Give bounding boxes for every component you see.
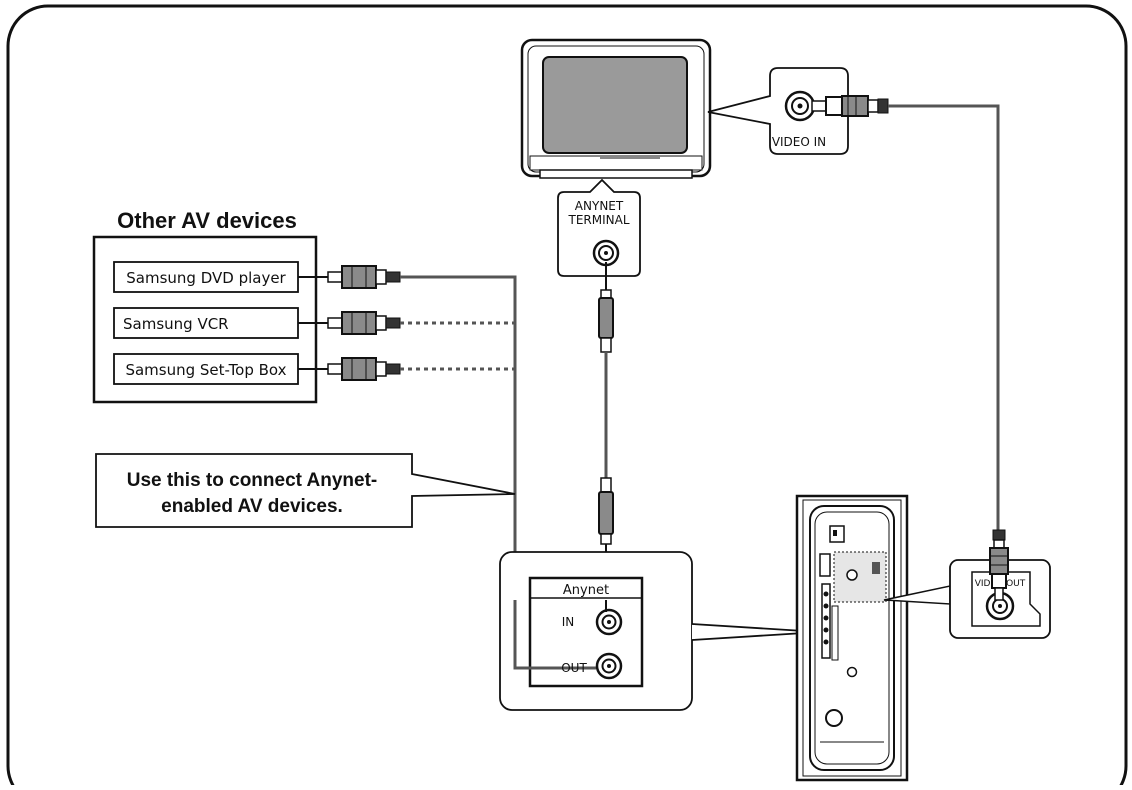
anynet-terminal-line2: TERMINAL [567,213,629,227]
callout-box [95,453,516,528]
tv-icon [520,38,712,179]
out-label: OUT [561,661,587,675]
video-in-jack-icon [784,90,816,122]
anynet-in-jack-icon [595,608,623,636]
dvd-cable-plug-icon [298,265,401,289]
video-out-rca-plug-icon [989,529,1009,601]
anynet-terminal-bubble [557,178,641,277]
device-set-top-box-label: Samsung Set-Top Box [125,361,286,379]
anynet-out-jack-icon [595,652,623,680]
device-vcr-label: Samsung VCR [123,315,229,333]
callout-text-line1: Use this to connect Anynet- [127,470,378,491]
out-cable-segment [513,600,596,670]
vcr-cable-plug-icon [298,311,401,335]
device-dvd-player-label: Samsung DVD player [126,269,286,287]
device-vcr [113,307,299,339]
video-out-pointer-join [952,587,955,603]
video-out-jack-icon [985,591,1015,621]
video-in-label: VIDEO IN [772,135,826,149]
anynet-panel-title: Anynet [563,583,609,598]
other-av-devices-title: Other AV devices [117,208,297,233]
stb-cable-plug-icon [298,357,401,381]
in-label: IN [562,615,575,629]
anynet-cable [598,262,614,648]
callout-text-line2: enabled AV devices. [161,496,343,517]
video-cable [888,104,1000,536]
device-dvd-player [113,261,299,293]
video-in-rca-plug-icon [811,95,889,117]
device-set-top-box [113,353,299,385]
anynet-pointer-join [692,625,695,639]
device-rear-panel-icon [795,494,909,782]
anynet-terminal-jack-icon [592,239,620,267]
anynet-terminal-line1: ANYNET [575,199,624,213]
